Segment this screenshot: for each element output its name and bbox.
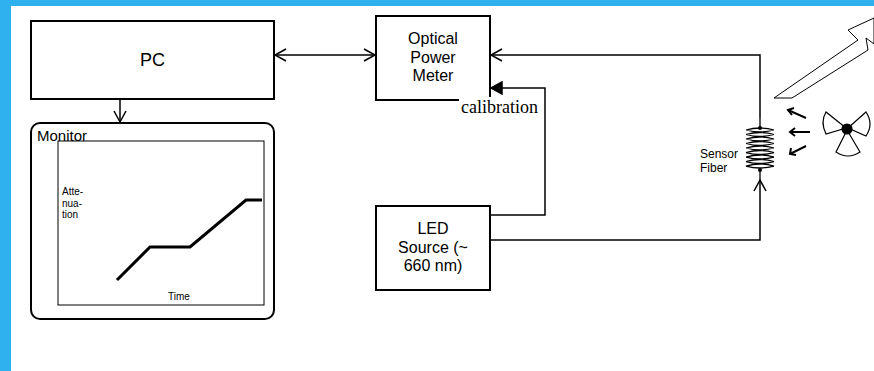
connector-label: calibration <box>459 97 540 118</box>
arrow-head <box>114 111 126 122</box>
connector <box>275 54 375 56</box>
device-box: LED Source (~ 660 nm) <box>375 205 491 291</box>
arrow-head <box>491 49 502 61</box>
node-label: PC <box>140 50 165 71</box>
connector <box>491 180 760 240</box>
axis-label: Atte- nua- tion <box>62 186 92 221</box>
node-label: Optical Power Meter <box>398 30 468 85</box>
node-label: Monitor <box>37 127 268 144</box>
node-label: Sensor Fiber <box>700 148 742 176</box>
scatter-arrows <box>788 108 810 155</box>
axis-label: Time <box>168 291 190 303</box>
scatter-fan <box>823 112 870 156</box>
connector <box>119 100 121 122</box>
monitor-box: Monitor <box>30 122 275 320</box>
attenuation-curve <box>117 200 262 280</box>
device-box: PC <box>30 20 275 100</box>
light-beam <box>774 18 874 98</box>
sensor-coil: Sensor Fiber <box>700 118 780 180</box>
node-label: LED Source (~ 660 nm) <box>391 220 475 275</box>
device-box: Optical Power Meter <box>375 15 491 101</box>
arrow-head <box>364 49 375 61</box>
chart-frame <box>58 141 264 305</box>
arrow-head <box>491 82 502 94</box>
arrow-head <box>275 49 286 61</box>
arrow-head <box>754 180 766 191</box>
